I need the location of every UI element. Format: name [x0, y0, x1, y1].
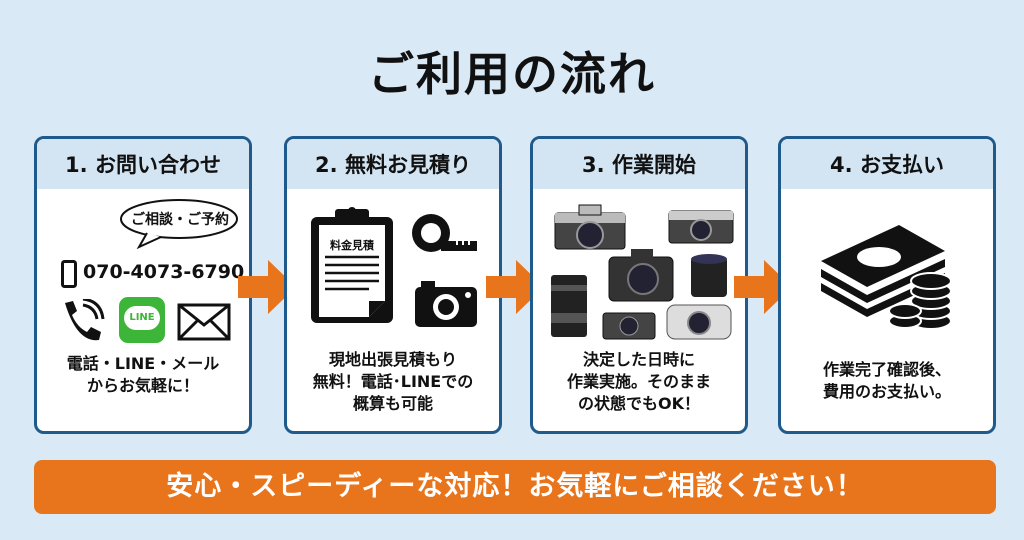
arrow-right-icon: [734, 260, 792, 314]
mail-icon: [177, 303, 231, 341]
tape-measure-icon: [412, 214, 477, 252]
phone-number[interactable]: 070-4073-6790: [83, 261, 245, 283]
arrow-right-icon: [486, 260, 544, 314]
money-stack-icon: [821, 225, 952, 330]
step-description: 決定した日時に作業実施。そのままの状態でもOK！: [566, 350, 711, 413]
step-card-work: 3. 作業開始 決定した日時に作業実施。そのままの状態でもOK！: [530, 136, 748, 434]
prime-lens: [691, 254, 727, 297]
phone-icon: [65, 299, 105, 341]
cameras-and-lenses-illustration: [551, 204, 734, 340]
slr-camera: [554, 204, 626, 250]
dslr-camera: [608, 249, 674, 302]
step-heading: 3. 作業開始: [533, 139, 745, 189]
document-label: 料金見積: [330, 239, 374, 252]
step-card-payment: 4. お支払い 作業完了確認後、費用のお支払い。: [778, 136, 996, 434]
step-description: 作業完了確認後、費用のお支払い。: [822, 360, 951, 401]
arrow-right-icon: [238, 260, 296, 314]
page-title: ご利用の流れ: [368, 47, 656, 101]
clipboard-icon: [311, 207, 393, 323]
step-heading: 1. お問い合わせ: [37, 139, 249, 189]
step-description: 電話・LINE・メールからお気軽に！: [66, 354, 220, 395]
step-heading: 2. 無料お見積り: [287, 139, 499, 189]
bubble-text: ご相談・ご予約: [131, 212, 229, 228]
compact-camera-dark: [602, 312, 656, 340]
zoom-lens: [551, 275, 587, 337]
cta-banner: 安心・スピーディーな対応！お気軽にご相談ください！: [34, 460, 996, 514]
compact-camera-silver: [666, 304, 732, 340]
rangefinder-camera: [668, 210, 734, 244]
step-card-contact: 1. お問い合わせ ご相談・ご予約 070-4073-6790 LINE 電話・…: [34, 136, 252, 434]
step-description: 現地出張見積もり無料！電話･LINEでの概算も可能: [312, 350, 474, 413]
smartphone-icon: [61, 260, 77, 288]
line-icon[interactable]: LINE: [119, 297, 165, 343]
camera-icon: [415, 281, 477, 327]
speech-bubble-icon: [120, 199, 238, 249]
step-heading: 4. お支払い: [781, 139, 993, 189]
